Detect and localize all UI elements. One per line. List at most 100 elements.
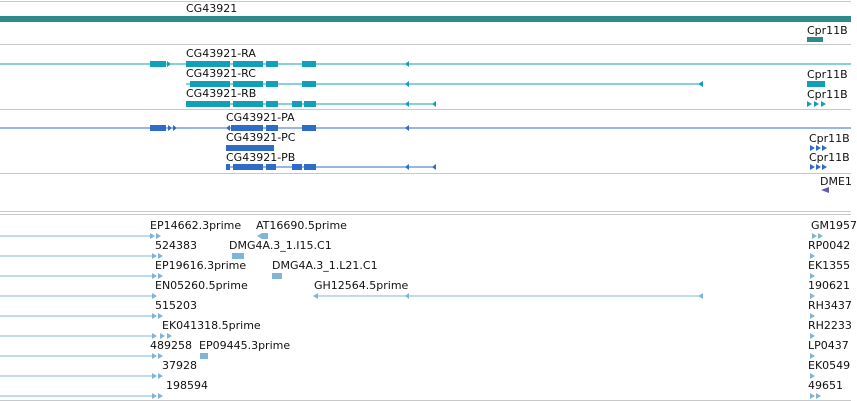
transcript-exon[interactable] xyxy=(233,81,263,87)
protein-exon[interactable] xyxy=(226,164,230,170)
est-arrow[interactable] xyxy=(156,233,161,239)
est-label[interactable]: 49651 xyxy=(808,379,843,392)
est-arrow[interactable] xyxy=(152,393,157,399)
est-arrow[interactable] xyxy=(152,293,157,299)
transcript-exon[interactable] xyxy=(304,101,316,107)
transcript-exon[interactable] xyxy=(190,81,230,87)
est-arrow[interactable] xyxy=(158,353,163,359)
est-arrow[interactable] xyxy=(313,293,318,299)
transcript-exon[interactable] xyxy=(150,61,166,67)
gene-feature-cpr11b[interactable] xyxy=(807,37,823,42)
est-arrow[interactable] xyxy=(167,333,172,339)
est-arrow[interactable] xyxy=(818,233,823,239)
est-label[interactable]: EP14662.3prime xyxy=(150,219,242,232)
est-arrow[interactable] xyxy=(160,333,165,339)
est-arrow[interactable] xyxy=(810,293,815,299)
est-arrow[interactable] xyxy=(152,373,157,379)
est-arrow[interactable] xyxy=(810,313,815,319)
est-label[interactable]: DMG4A.3_1.I15.C1 xyxy=(229,239,332,252)
est-label[interactable]: 190621 xyxy=(808,279,850,292)
est-label[interactable]: GM1957 xyxy=(811,219,857,232)
est-arrow[interactable] xyxy=(158,313,163,319)
est-arrow[interactable] xyxy=(152,353,157,359)
est-label[interactable]: EN05260.5prime xyxy=(155,279,248,292)
est-arrow[interactable] xyxy=(150,233,155,239)
other-label[interactable]: DME1 xyxy=(820,175,852,188)
protein-exon[interactable] xyxy=(266,125,278,131)
est-label[interactable]: EP09445.3prime xyxy=(199,339,291,352)
est-label[interactable]: EK041318.5prime xyxy=(162,319,261,332)
protein-label[interactable]: Cpr11B xyxy=(809,151,850,164)
est-arrow[interactable] xyxy=(158,273,163,279)
est-arrow[interactable] xyxy=(152,253,157,259)
est-label[interactable]: GH12564.5prime xyxy=(314,279,409,292)
protein-exon[interactable] xyxy=(226,145,274,151)
est-arrow[interactable] xyxy=(816,393,821,399)
transcript-label[interactable]: CG43921-RA xyxy=(186,47,256,60)
est-arrow[interactable] xyxy=(810,273,815,279)
est-arrow[interactable] xyxy=(152,333,157,339)
est-label[interactable]: RH3437 xyxy=(808,299,852,312)
est-arrow[interactable] xyxy=(810,373,815,379)
est-arrow[interactable] xyxy=(810,353,815,359)
protein-exon[interactable] xyxy=(231,125,263,131)
transcript-exon[interactable] xyxy=(266,81,278,87)
est-arrow[interactable] xyxy=(810,393,815,399)
est-arrow[interactable] xyxy=(158,373,163,379)
est-arrow[interactable] xyxy=(158,253,163,259)
gene-feature-cg43921[interactable] xyxy=(0,16,851,22)
transcript-label[interactable]: CG43921-RC xyxy=(186,67,256,80)
est-arrow[interactable] xyxy=(152,273,157,279)
est-label[interactable]: 524383 xyxy=(155,239,197,252)
est-arrow[interactable] xyxy=(158,393,163,399)
est-label[interactable]: 489258 xyxy=(150,339,192,352)
protein-label[interactable]: CG43921-PB xyxy=(226,151,296,164)
protein-label[interactable]: Cpr11B xyxy=(809,132,850,145)
est-arrow[interactable] xyxy=(405,293,409,299)
est-label[interactable]: EP19616.3prime xyxy=(155,259,247,272)
protein-exon[interactable] xyxy=(233,164,263,170)
gene-label[interactable]: CG43921 xyxy=(186,2,238,15)
transcript-exon[interactable] xyxy=(302,81,316,87)
transcript-exon[interactable] xyxy=(266,61,278,67)
est-label[interactable]: 515203 xyxy=(155,299,197,312)
transcript-label[interactable]: Cpr11B xyxy=(807,68,848,81)
est-label[interactable]: RP0042 xyxy=(808,239,851,252)
other-feature[interactable] xyxy=(821,187,829,193)
est-block[interactable] xyxy=(262,233,268,239)
est-arrow[interactable] xyxy=(257,233,262,239)
est-label[interactable]: RH2233 xyxy=(808,319,852,332)
protein-exon[interactable] xyxy=(304,164,316,170)
protein-exon[interactable] xyxy=(292,164,302,170)
transcript-exon[interactable] xyxy=(233,61,263,67)
est-block[interactable] xyxy=(272,273,282,279)
est-label[interactable]: EK1355 xyxy=(808,259,851,272)
transcript-label[interactable]: Cpr11B xyxy=(807,88,848,101)
gene-label[interactable]: Cpr11B xyxy=(807,24,848,37)
est-block[interactable] xyxy=(200,353,208,359)
est-label[interactable]: 198594 xyxy=(166,379,208,392)
transcript-exon[interactable] xyxy=(292,101,302,107)
transcript-exon[interactable] xyxy=(266,101,278,107)
transcript-label[interactable]: CG43921-RB xyxy=(186,87,257,100)
transcript-exon[interactable] xyxy=(302,61,316,67)
protein-exon[interactable] xyxy=(302,125,316,131)
est-label[interactable]: DMG4A.3_1.L21.C1 xyxy=(272,259,378,272)
est-label[interactable]: AT16690.5prime xyxy=(256,219,347,232)
transcript-exon[interactable] xyxy=(233,101,263,107)
transcript-exon[interactable] xyxy=(186,61,230,67)
est-label[interactable]: 37928 xyxy=(162,359,197,372)
transcript-exon[interactable] xyxy=(186,101,230,107)
est-arrow[interactable] xyxy=(812,233,817,239)
protein-exon[interactable] xyxy=(266,164,276,170)
est-block[interactable] xyxy=(232,253,244,259)
est-arrow[interactable] xyxy=(810,253,815,259)
transcript-exon[interactable] xyxy=(807,81,825,87)
protein-label[interactable]: CG43921-PA xyxy=(226,111,295,124)
protein-exon[interactable] xyxy=(150,125,166,131)
est-label[interactable]: LP0437 xyxy=(808,339,849,352)
est-label[interactable]: EK0549 xyxy=(808,359,851,372)
protein-label[interactable]: CG43921-PC xyxy=(226,131,296,144)
est-arrow[interactable] xyxy=(810,333,815,339)
est-arrow[interactable] xyxy=(698,293,703,299)
